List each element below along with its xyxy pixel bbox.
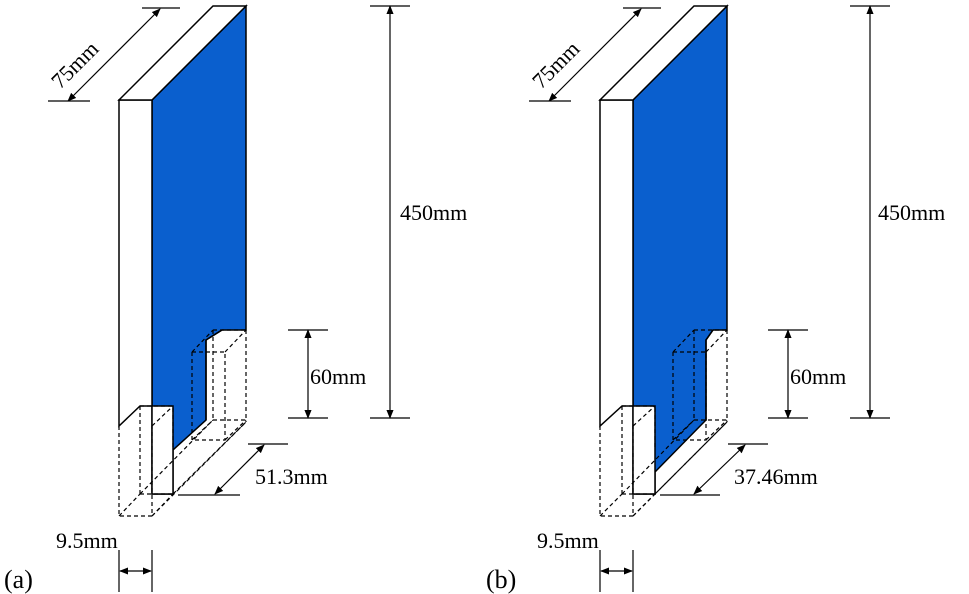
thickness-label: 9.5mm (537, 528, 599, 553)
width-label: 75mm (46, 36, 103, 93)
height-label: 450mm (400, 200, 467, 225)
panel-label: (b) (486, 565, 516, 594)
notch-height-dimension (288, 329, 328, 419)
notch-hidden-edges (118, 329, 247, 517)
notch-height-label: 60mm (790, 364, 846, 389)
height-dimension (850, 5, 890, 419)
notch-depth-dimension (178, 443, 288, 496)
notch-depth-label: 37.46mm (734, 464, 818, 489)
height-dimension (370, 5, 410, 419)
notch-depth-dimension (660, 443, 768, 496)
thickness-dimension (118, 550, 153, 592)
notch-visible-edge (205, 329, 223, 420)
panel-a: 75mm 450mm 60mm 51.3mm 9.5mm (a (4, 4, 467, 594)
plate-side-face (118, 99, 174, 495)
panel-label: (a) (4, 565, 33, 594)
notch-height-label: 60mm (310, 364, 366, 389)
width-dimension (529, 7, 661, 102)
plate-side-face (599, 99, 656, 495)
thickness-label: 9.5mm (56, 528, 118, 553)
notch-depth-label: 51.3mm (255, 464, 328, 489)
height-label: 450mm (878, 200, 945, 225)
width-dimension (48, 7, 180, 102)
thickness-dimension (599, 550, 634, 592)
panel-b: 75mm 450mm 60mm 37.46mm 9.5mm (b) (486, 4, 945, 594)
notch-visible-edge (705, 329, 714, 420)
notch-height-dimension (768, 329, 808, 419)
notch-hidden-edges (599, 329, 728, 517)
width-label: 75mm (527, 36, 584, 93)
